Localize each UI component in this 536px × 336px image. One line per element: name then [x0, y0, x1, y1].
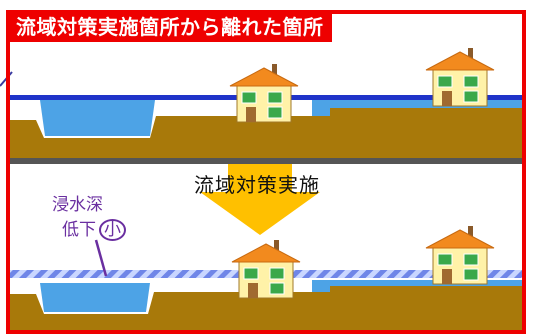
- house-icon: [229, 63, 299, 123]
- ground: [8, 286, 524, 330]
- ground-shadow: [8, 158, 524, 164]
- house-icon: [425, 47, 495, 107]
- down-arrow-icon: [200, 164, 320, 235]
- measure-label: 流域対策実施: [194, 173, 320, 197]
- house-icon: [425, 225, 495, 285]
- annotation-line-2: 低下小: [62, 219, 126, 241]
- annotation-text: 低下: [62, 220, 96, 240]
- annotation-circled: 小: [99, 219, 126, 241]
- river-water: [40, 100, 155, 136]
- annotation-line-1: 浸水深: [52, 195, 103, 215]
- river-water: [40, 283, 150, 312]
- panel-title: 流域対策実施箇所から離れた箇所: [8, 12, 332, 42]
- upper-panel: [8, 47, 524, 164]
- lower-panel: [8, 225, 524, 330]
- annotation-pointer: [94, 239, 108, 277]
- ground: [8, 108, 524, 162]
- house-icon: [231, 239, 301, 299]
